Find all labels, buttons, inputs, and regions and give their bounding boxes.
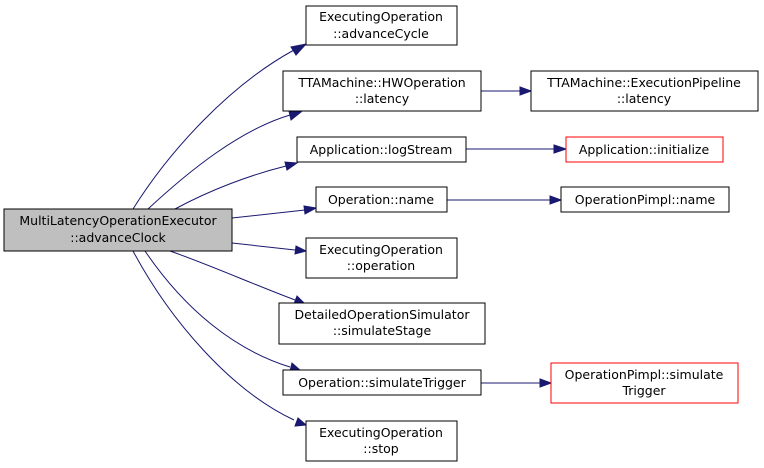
edge-arrow-hw-latency xyxy=(288,110,303,121)
node-log-stream-line1: Application::logStream xyxy=(310,142,453,157)
edge-arrow-advance-cycle xyxy=(290,43,308,56)
node-pimpl-simulate-line1: OperationPimpl::simulate xyxy=(565,367,724,382)
node-pimpl-simulate-box xyxy=(550,362,739,404)
node-initialize[interactable]: Application::initialize xyxy=(565,136,724,163)
node-root[interactable]: MultiLatencyOperationExecutor ::advanceC… xyxy=(3,208,233,252)
node-hw-latency-box xyxy=(282,70,482,112)
node-simulate-stage-box xyxy=(278,302,486,345)
node-advance-cycle-line2: ::advanceCycle xyxy=(333,26,429,41)
edge-root-log-stream xyxy=(174,165,287,210)
node-log-stream-box xyxy=(296,136,467,163)
edge-arrow-pipeline xyxy=(519,86,533,96)
node-root-box xyxy=(3,208,233,252)
node-simulate-trigger-box xyxy=(282,369,482,396)
node-initialize-box xyxy=(565,136,724,163)
node-log-stream[interactable]: Application::logStream xyxy=(296,136,467,163)
node-exec-operation[interactable]: ExecutingOperation ::operation xyxy=(305,237,458,279)
node-advance-cycle[interactable]: ExecutingOperation ::advanceCycle xyxy=(305,5,458,46)
node-simulate-stage[interactable]: DetailedOperationSimulator ::simulateSta… xyxy=(278,302,486,345)
node-hw-latency-line1: TTAMachine::HWOperation xyxy=(297,75,465,90)
node-advance-cycle-box xyxy=(305,5,458,46)
node-stop[interactable]: ExecutingOperation ::stop xyxy=(305,420,458,462)
node-stop-line1: ExecutingOperation xyxy=(319,425,443,440)
node-exec-operation-box xyxy=(305,237,458,279)
edge-root-hw-latency xyxy=(147,114,291,210)
node-pipeline-latency-line1: TTAMachine::ExecutionPipeline xyxy=(546,75,741,90)
edge-root-op-name xyxy=(231,209,306,219)
edge-arrow-exec-operation xyxy=(294,245,308,255)
edge-arrow-op-name xyxy=(303,205,318,215)
node-op-name-line1: Operation::name xyxy=(328,192,434,207)
node-op-name-box xyxy=(315,186,448,213)
edge-arrow-pimpl-simulate xyxy=(539,378,553,388)
node-pipeline-latency[interactable]: TTAMachine::ExecutionPipeline ::latency xyxy=(530,70,759,112)
node-root-line2: ::advanceClock xyxy=(70,230,166,245)
node-stop-box xyxy=(305,420,458,462)
edges xyxy=(132,43,568,427)
node-simulate-stage-line2: ::simulateStage xyxy=(333,323,432,338)
node-pimpl-name[interactable]: OperationPimpl::name xyxy=(560,186,730,213)
node-root-line1: MultiLatencyOperationExecutor xyxy=(19,213,217,228)
edge-root-simulate-stage xyxy=(169,250,296,301)
edge-root-simulate-trigger xyxy=(144,250,291,368)
node-exec-operation-line2: ::operation xyxy=(347,258,415,273)
node-hw-latency-line2: ::latency xyxy=(355,91,410,106)
edge-root-stop xyxy=(132,250,295,421)
node-hw-latency[interactable]: TTAMachine::HWOperation ::latency xyxy=(282,70,482,112)
edge-arrow-log-stream xyxy=(284,161,299,171)
node-pipeline-latency-line2: ::latency xyxy=(617,91,672,106)
node-pimpl-name-line1: OperationPimpl::name xyxy=(575,192,716,207)
edge-arrow-pimpl-name xyxy=(549,195,563,205)
node-simulate-trigger-line1: Operation::simulateTrigger xyxy=(298,375,466,390)
edge-root-advance-cycle xyxy=(132,49,295,210)
node-advance-cycle-line1: ExecutingOperation xyxy=(319,9,443,24)
edge-arrow-initialize xyxy=(553,144,568,154)
node-stop-line2: ::stop xyxy=(363,441,398,456)
node-simulate-trigger[interactable]: Operation::simulateTrigger xyxy=(282,369,482,396)
node-initialize-line1: Application::initialize xyxy=(579,142,710,157)
node-pipeline-latency-box xyxy=(530,70,759,112)
edge-arrow-stop xyxy=(294,417,308,427)
node-simulate-stage-line1: DetailedOperationSimulator xyxy=(295,307,471,322)
node-op-name[interactable]: Operation::name xyxy=(315,186,448,213)
node-pimpl-simulate-line2: Trigger xyxy=(621,383,666,398)
node-pimpl-name-box xyxy=(560,186,730,213)
node-exec-operation-line1: ExecutingOperation xyxy=(319,242,443,257)
node-pimpl-simulate[interactable]: OperationPimpl::simulate Trigger xyxy=(550,362,739,404)
edge-root-exec-operation xyxy=(231,242,296,251)
